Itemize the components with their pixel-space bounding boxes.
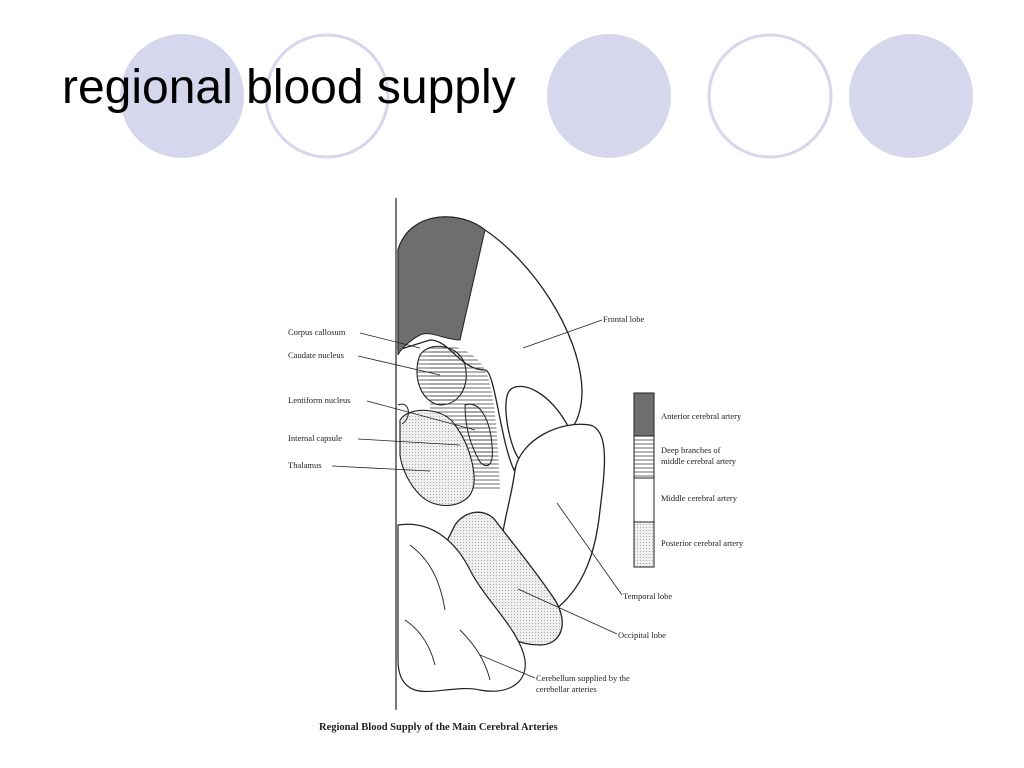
lentiform-nucleus-region (464, 403, 493, 467)
leader-frontal-lobe (522, 319, 603, 349)
label-frontal-lobe: Frontal lobe (603, 314, 645, 324)
leader-internal-capsule (357, 438, 461, 446)
label-thalamus: Thalamus (288, 460, 322, 470)
deco-circle-filled-2 (547, 34, 671, 158)
leader-thalamus (331, 465, 431, 472)
leader-cerebellum (479, 654, 536, 679)
cerebellum-fold-2 (404, 619, 436, 666)
cerebellum-fold-3 (459, 629, 491, 681)
deco-circle-filled-3 (849, 34, 973, 158)
legend-swatch-middle (633, 477, 655, 523)
lentiform-nub (397, 403, 409, 425)
deco-circle-filled-1 (120, 34, 244, 158)
legend-label-anterior: Anterior cerebral artery (661, 411, 742, 421)
legend-label-posterior: Posterior cerebral artery (661, 538, 744, 548)
brain-blood-supply-diagram: Corpus callosum Caudate nucleus Lentifor… (288, 198, 744, 733)
decorative-circles (120, 33, 973, 159)
label-lentiform-nucleus: Lentiform nucleus (288, 395, 351, 405)
thalamus-region (399, 409, 475, 507)
label-caudate-nucleus: Caudate nucleus (288, 350, 344, 360)
leader-temporal-lobe (556, 502, 623, 596)
legend-label-deep-line-1: Deep branches of (661, 445, 721, 455)
legend-swatch-deep (633, 435, 655, 479)
label-corpus-callosum: Corpus callosum (288, 327, 346, 337)
legend-swatch-posterior (633, 521, 655, 568)
legend-label-middle: Middle cerebral artery (661, 493, 738, 503)
cerebellum-fold-1 (409, 544, 446, 611)
label-cerebellum-line-2: cerebellar arteries (536, 684, 597, 694)
anterior-cerebral-territory (397, 216, 486, 356)
diagram-caption: Regional Blood Supply of the Main Cerebr… (319, 722, 558, 733)
label-internal-capsule: Internal capsule (288, 433, 342, 443)
leader-caudate-nucleus (357, 355, 441, 376)
label-cerebellum-line-1: Cerebellum supplied by the (536, 673, 630, 683)
legend: Anterior cerebral artery Deep branches o… (633, 392, 744, 568)
slide-title: regional blood supply (62, 61, 516, 114)
deco-circle-outline-2 (707, 33, 833, 159)
label-occipital-lobe: Occipital lobe (618, 630, 666, 640)
leader-occipital-lobe (517, 588, 618, 635)
label-temporal-lobe: Temporal lobe (623, 591, 672, 601)
caudate-nucleus-region (416, 345, 467, 406)
leader-corpus-callosum (359, 332, 421, 349)
legend-swatch-anterior (633, 392, 655, 437)
deco-circle-outline-1 (264, 33, 390, 159)
legend-label-deep-line-2: middle cerebral artery (661, 456, 737, 466)
leader-lentiform-nucleus (366, 400, 476, 431)
